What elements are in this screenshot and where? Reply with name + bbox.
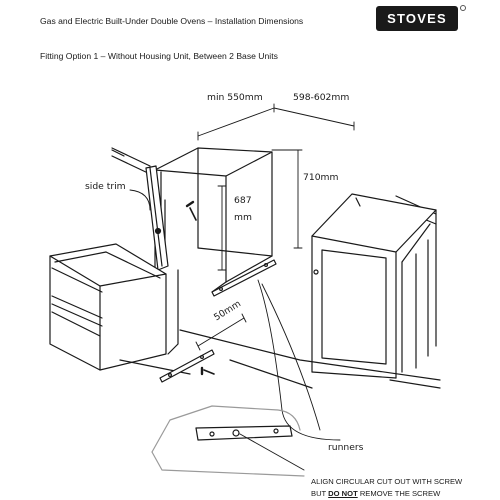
width-dimension-label: 598-602mm — [293, 92, 350, 103]
note-suffix: REMOVE THE SCREW — [357, 489, 441, 498]
screw-icons — [185, 200, 215, 376]
height-dimension-label: 710mm — [303, 172, 339, 183]
registered-mark-icon — [460, 5, 466, 11]
note-prefix: BUT — [311, 489, 329, 498]
depth-dimension-label: min 550mm — [207, 92, 263, 103]
side-trim-label: side trim — [85, 181, 126, 192]
dimension-lines — [195, 103, 355, 351]
double-oven-appliance — [49, 243, 179, 371]
brand-logo: STOVES — [376, 6, 458, 31]
runners-label: runners — [328, 442, 364, 453]
leader-lines — [129, 189, 341, 441]
runner-rails — [159, 259, 277, 383]
page-subtitle: Fitting Option 1 – Without Housing Unit,… — [40, 51, 278, 61]
installation-note-line-2: BUT DO NOT REMOVE THE SCREW — [311, 489, 440, 498]
page-title: Gas and Electric Built-Under Double Oven… — [40, 16, 304, 26]
inner-height-unit: mm — [234, 212, 252, 223]
right-base-unit — [311, 193, 437, 379]
side-trim-strip — [145, 165, 169, 271]
note-emphasis: DO NOT — [328, 489, 358, 498]
brand-logo-text: STOVES — [387, 11, 447, 26]
runner-detail-inset — [151, 405, 305, 477]
inner-height-value: 687 — [234, 195, 252, 206]
installation-note-line-1: ALIGN CIRCULAR CUT OUT WITH SCREW — [311, 477, 463, 486]
